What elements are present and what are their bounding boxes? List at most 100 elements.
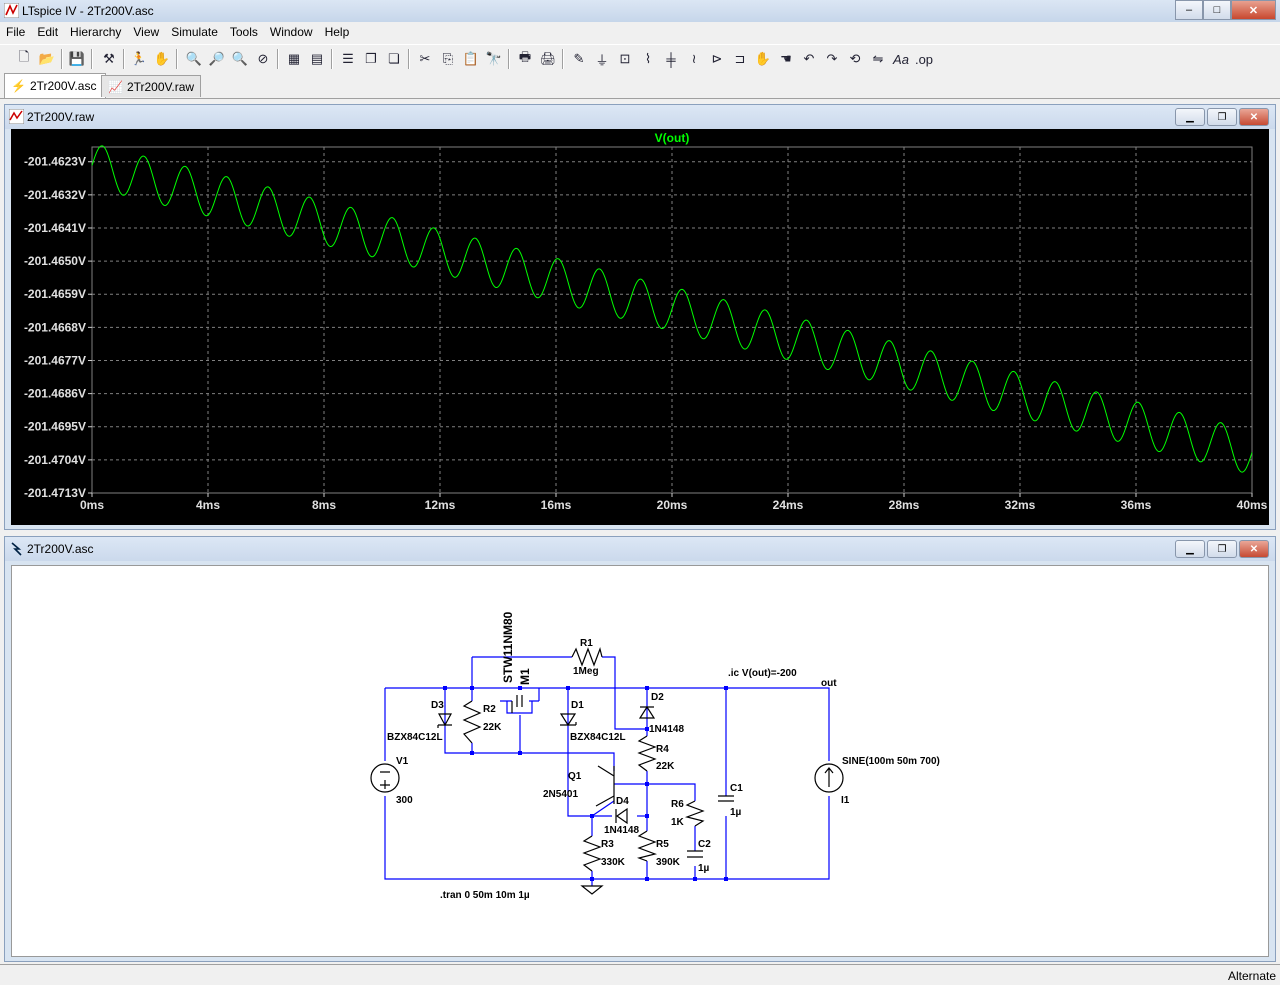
r3-value: 330K	[601, 857, 626, 868]
tab-schematic[interactable]: ⚡ 2Tr200V.asc	[4, 73, 106, 98]
copy-icon[interactable]: ⎘	[442, 51, 454, 66]
r6-value: 1K	[671, 817, 685, 828]
d3-label: D3	[431, 700, 444, 711]
menu-hierarchy[interactable]: Hierarchy	[70, 25, 122, 39]
schematic-restore-button[interactable]: ❐	[1207, 540, 1237, 558]
plot-title: V(out)	[655, 131, 690, 145]
grid-icon[interactable]: ▤	[310, 51, 324, 66]
control-panel-icon[interactable]: ⚒	[103, 51, 115, 66]
print-preview-icon[interactable]: 🖶	[518, 49, 532, 64]
resistor-icon[interactable]: ⌇	[644, 51, 652, 66]
capacitor-icon[interactable]: ╪	[666, 51, 676, 67]
r4-label: R4	[656, 744, 669, 755]
waveform-close-button[interactable]: ✕	[1239, 108, 1269, 126]
schematic-canvas[interactable]: STW11NM80 M1 R1 1Meg .ic V(out)=-200 out…	[11, 565, 1269, 957]
title-bar: LTspice IV - 2Tr200V.asc – □ ✕	[0, 0, 1280, 22]
r5-value: 390K	[656, 857, 681, 868]
r1-label: R1	[580, 638, 593, 649]
d1-label: D1	[571, 700, 584, 711]
d4-model: 1N4148	[604, 825, 639, 836]
x-tick-label: 36ms	[1121, 498, 1152, 512]
x-tick-label: 32ms	[1005, 498, 1036, 512]
autorange-icon[interactable]: ▦	[287, 51, 301, 66]
open-icon[interactable]: 📂	[38, 51, 56, 66]
zoom-fit-icon[interactable]: ⊘	[257, 51, 269, 66]
schematic-icon: ⚡	[11, 79, 26, 93]
y-tick-label: -201.4677V	[24, 353, 86, 367]
r6-label: R6	[671, 799, 684, 810]
y-tick-label: -201.4695V	[24, 420, 86, 434]
y-tick-label: -201.4713V	[24, 486, 86, 500]
rotate-icon[interactable]: ⟲	[849, 51, 861, 66]
document-tabs: ⚡ 2Tr200V.asc 📈 2Tr200V.raw	[0, 72, 1280, 99]
minimize-button[interactable]: –	[1175, 0, 1203, 20]
status-text: Alternate	[1227, 969, 1276, 983]
out-net-label: out	[821, 678, 837, 689]
diode-icon[interactable]: ⊳	[711, 51, 723, 66]
label-net-icon[interactable]: ⊡	[619, 51, 631, 66]
c2-value: 1µ	[698, 863, 710, 874]
y-tick-label: -201.4668V	[24, 320, 86, 334]
inductor-icon[interactable]: ≀	[691, 51, 697, 66]
drag-icon[interactable]: ☚	[780, 51, 792, 66]
menu-edit[interactable]: Edit	[37, 25, 59, 39]
y-tick-label: -201.4659V	[24, 287, 86, 301]
save-icon[interactable]: 💾	[68, 51, 86, 66]
waveform-restore-button[interactable]: ❐	[1207, 108, 1237, 126]
y-tick-label: -201.4650V	[24, 254, 86, 268]
close-button[interactable]: ✕	[1231, 0, 1276, 20]
x-tick-label: 8ms	[312, 498, 336, 512]
move-icon[interactable]: ✋	[754, 51, 772, 66]
new-schematic-icon[interactable]: 🗋	[18, 49, 30, 64]
undo-icon[interactable]: ↶	[803, 51, 815, 66]
schematic-close-button[interactable]: ✕	[1239, 540, 1269, 558]
waveform-minimize-button[interactable]: ▁	[1175, 108, 1205, 126]
x-tick-label: 4ms	[196, 498, 220, 512]
d2-model: 1N4148	[649, 724, 684, 735]
r3-label: R3	[601, 839, 614, 850]
tab-waveform[interactable]: 📈 2Tr200V.raw	[101, 75, 201, 97]
pan-icon[interactable]: 🔎	[208, 51, 226, 66]
draw-wire-icon[interactable]: ✎	[573, 51, 585, 66]
component-icon[interactable]: ⊐	[734, 51, 746, 66]
menu-bar: File Edit Hierarchy View Simulate Tools …	[0, 22, 1280, 42]
menu-simulate[interactable]: Simulate	[171, 25, 218, 39]
redo-icon[interactable]: ↷	[826, 51, 838, 66]
print-icon[interactable]: 🖨	[539, 51, 557, 66]
schematic-minimize-button[interactable]: ▁	[1175, 540, 1205, 558]
menu-view[interactable]: View	[133, 25, 160, 39]
halt-icon[interactable]: ✋	[153, 51, 171, 66]
tran-directive: .tran 0 50m 10m 1µ	[440, 890, 530, 901]
tile-horizontal-icon[interactable]: ☰	[342, 51, 354, 66]
v1-label: V1	[396, 756, 409, 767]
text-icon[interactable]: Aa	[893, 51, 909, 67]
menu-file[interactable]: File	[6, 25, 26, 39]
close-window-icon[interactable]: ❏	[388, 51, 400, 66]
toolbar: 🗋 📂 💾 ⚒ 🏃 ✋ 🔍 🔎 🔍 ⊘ ▦ ▤ ☰ ❐ ❏ ✂ ⎘ 📋 🔭 🖶 …	[0, 44, 1280, 73]
zoom-in-icon[interactable]: 🔍	[185, 51, 203, 66]
menu-help[interactable]: Help	[324, 25, 350, 39]
waveform-window-titlebar: 2Tr200V.raw ▁ ❐ ✕	[5, 105, 1275, 129]
r2-value: 22K	[483, 722, 502, 733]
c1-value: 1µ	[730, 807, 742, 818]
mirror-icon[interactable]: ⇋	[872, 51, 884, 66]
ic-directive: .ic V(out)=-200	[728, 668, 797, 679]
d2-label: D2	[651, 692, 664, 703]
paste-icon[interactable]: 📋	[462, 51, 480, 66]
zoom-out-icon[interactable]: 🔍	[231, 51, 249, 66]
x-tick-label: 40ms	[1237, 498, 1267, 512]
spice-directive-icon[interactable]: .op	[914, 51, 934, 67]
maximize-button[interactable]: □	[1203, 0, 1231, 20]
schematic-drawing[interactable]: STW11NM80 M1 R1 1Meg .ic V(out)=-200 out…	[12, 566, 1266, 956]
m1-label: M1	[518, 668, 532, 685]
ground-icon[interactable]: ⏚	[595, 52, 609, 68]
menu-tools[interactable]: Tools	[229, 25, 258, 39]
cut-icon[interactable]: ✂	[419, 51, 431, 66]
menu-window[interactable]: Window	[269, 25, 313, 39]
find-icon[interactable]: 🔭	[485, 51, 503, 66]
run-icon[interactable]: 🏃	[130, 51, 148, 66]
cascade-icon[interactable]: ❐	[365, 51, 377, 66]
d4-label: D4	[616, 796, 629, 807]
